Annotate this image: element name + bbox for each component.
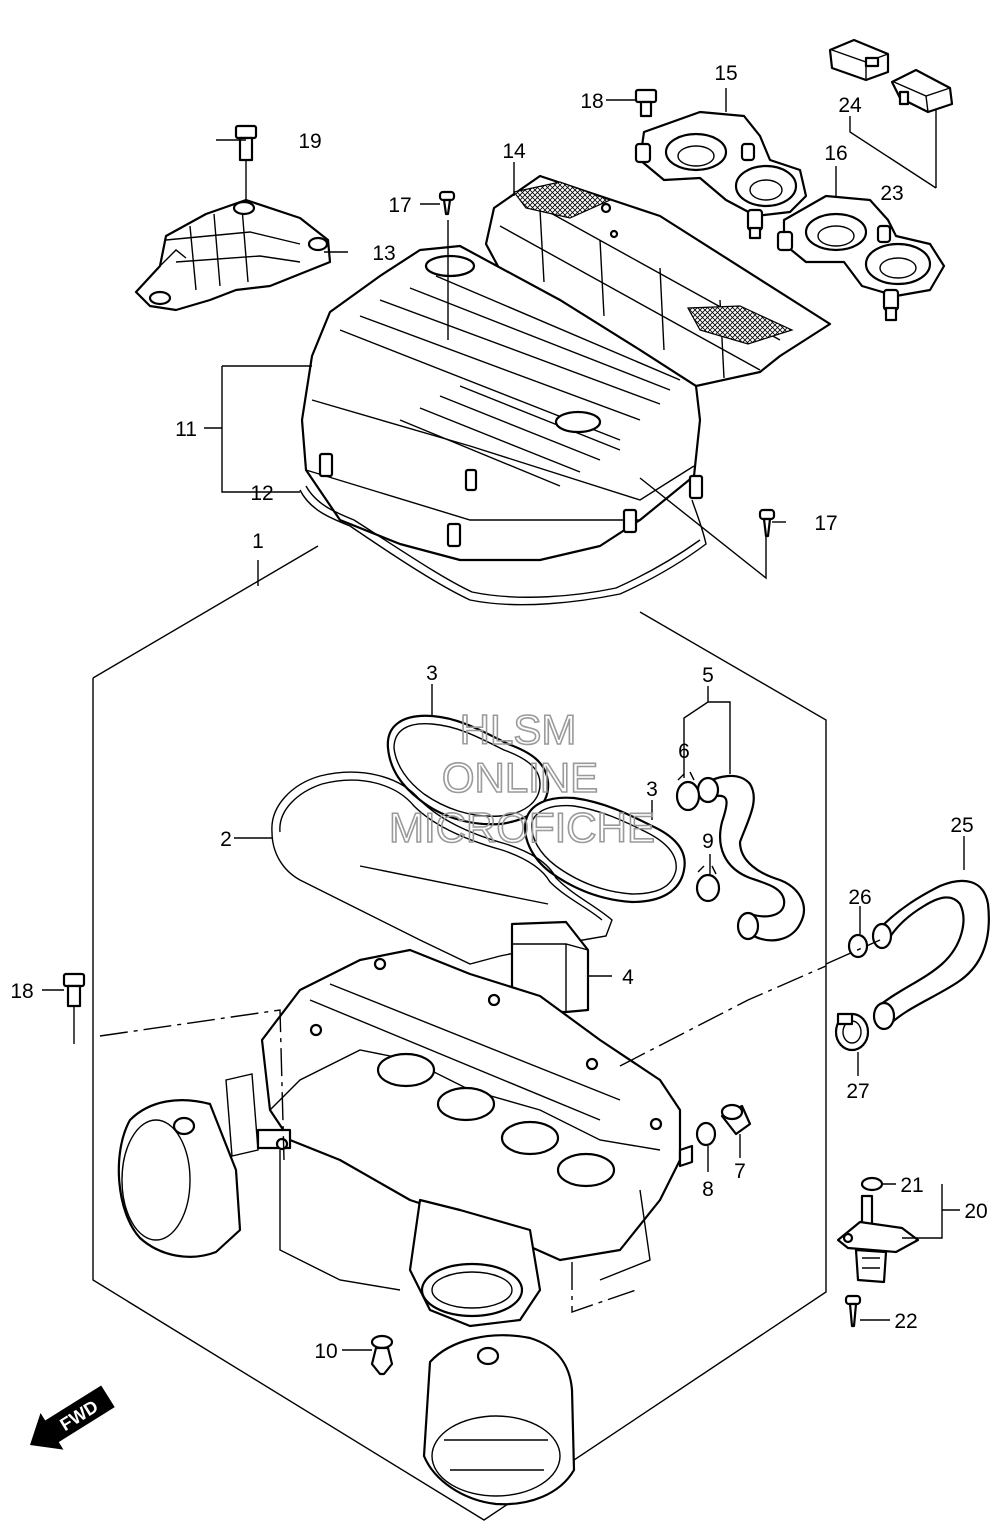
callout-23: 23 — [880, 182, 903, 205]
callout-12: 12 — [250, 482, 273, 505]
callout-6: 6 — [678, 740, 690, 763]
callout-18-top: 18 — [580, 90, 603, 113]
callout-17-top: 17 — [388, 194, 411, 217]
lower-case — [256, 948, 694, 1328]
callout-8: 8 — [702, 1178, 714, 1201]
part-22-screw — [844, 1294, 862, 1328]
watermark-line-3: MICROFICHE — [389, 804, 655, 851]
part-13-bracket — [134, 198, 332, 312]
part-21-oring — [860, 1176, 884, 1192]
callout-27: 27 — [846, 1080, 869, 1103]
callout-9: 9 — [702, 830, 714, 853]
part-27-clamp — [834, 1012, 870, 1052]
part-26-clamp — [847, 933, 869, 959]
callout-2: 2 — [220, 828, 232, 851]
part-7-cap — [720, 1103, 752, 1136]
part-11-upper-housing — [300, 244, 704, 562]
intake-duct-bottom — [422, 1334, 576, 1506]
intake-duct-left — [117, 1073, 259, 1258]
part-14-filter-element — [484, 174, 832, 388]
part-10-clip — [370, 1334, 394, 1376]
part-3-seal-lower — [524, 796, 686, 904]
fwd-arrow-icon — [29, 1385, 115, 1450]
callout-13: 13 — [372, 242, 395, 265]
part-17-screw-top — [438, 190, 456, 216]
part-24-connector — [828, 38, 890, 82]
part-15-funnel — [634, 110, 808, 240]
watermark-line-2: ONLINE — [442, 754, 598, 801]
callout-21: 21 — [900, 1174, 923, 1197]
part-18-bolt-top — [634, 88, 658, 118]
callout-10: 10 — [314, 1340, 337, 1363]
part-25-hose — [871, 879, 990, 1031]
callout-22: 22 — [894, 1310, 917, 1333]
part-4-pad — [510, 920, 590, 1014]
watermark: HLSM ONLINE MICROFICHE — [388, 705, 656, 852]
callout-7: 7 — [734, 1160, 746, 1183]
assembly-boundary — [92, 545, 827, 1521]
callout-5: 5 — [702, 664, 714, 687]
part-12-gasket — [299, 485, 707, 606]
callout-20: 20 — [964, 1200, 987, 1223]
callout-15: 15 — [714, 62, 737, 85]
part-20-sensor — [836, 1194, 920, 1284]
callout-11: 11 — [175, 418, 197, 441]
callout-24: 24 — [838, 94, 862, 117]
callout-19: 19 — [298, 130, 321, 153]
callout-18-left: 18 — [10, 980, 33, 1003]
callout-3-lower: 3 — [646, 778, 658, 801]
fwd-badge: FWD — [29, 1385, 115, 1450]
callout-1: 1 — [252, 530, 264, 553]
callout-14: 14 — [502, 140, 526, 163]
callout-17-right: 17 — [814, 512, 837, 535]
callout-labels: 1 2 3 3 4 5 6 7 8 9 10 11 12 13 14 15 16… — [10, 62, 987, 1363]
leader-lines — [42, 88, 965, 1351]
part-23-sensor — [890, 68, 954, 114]
callout-26: 26 — [848, 886, 871, 909]
part-6-clamp — [675, 771, 701, 812]
part-2-gasket — [271, 771, 613, 965]
watermark-line-1: HLSM — [460, 706, 577, 753]
part-19-bolt — [234, 124, 258, 200]
callout-16: 16 — [824, 142, 847, 165]
callout-4: 4 — [622, 966, 634, 989]
part-18-bolt-left — [62, 972, 86, 1008]
callout-3-upper: 3 — [426, 662, 438, 685]
part-8-clamp — [695, 1121, 717, 1147]
part-17-screw-right — [758, 508, 776, 538]
part-5-hose — [696, 774, 806, 942]
part-16-funnel — [776, 194, 946, 322]
part-9-clamp — [695, 865, 721, 903]
callout-25: 25 — [950, 814, 973, 837]
